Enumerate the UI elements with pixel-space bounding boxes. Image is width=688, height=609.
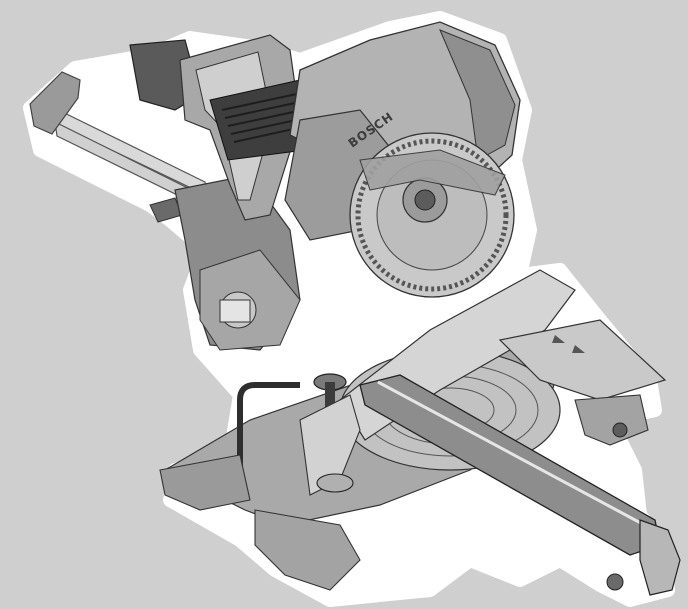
slide-rails xyxy=(29,71,213,223)
base-feet xyxy=(159,394,649,591)
bevel-housing xyxy=(174,174,301,351)
motor-handle xyxy=(129,34,321,221)
front-extension-rail xyxy=(359,374,681,596)
saw-blade xyxy=(349,132,515,298)
